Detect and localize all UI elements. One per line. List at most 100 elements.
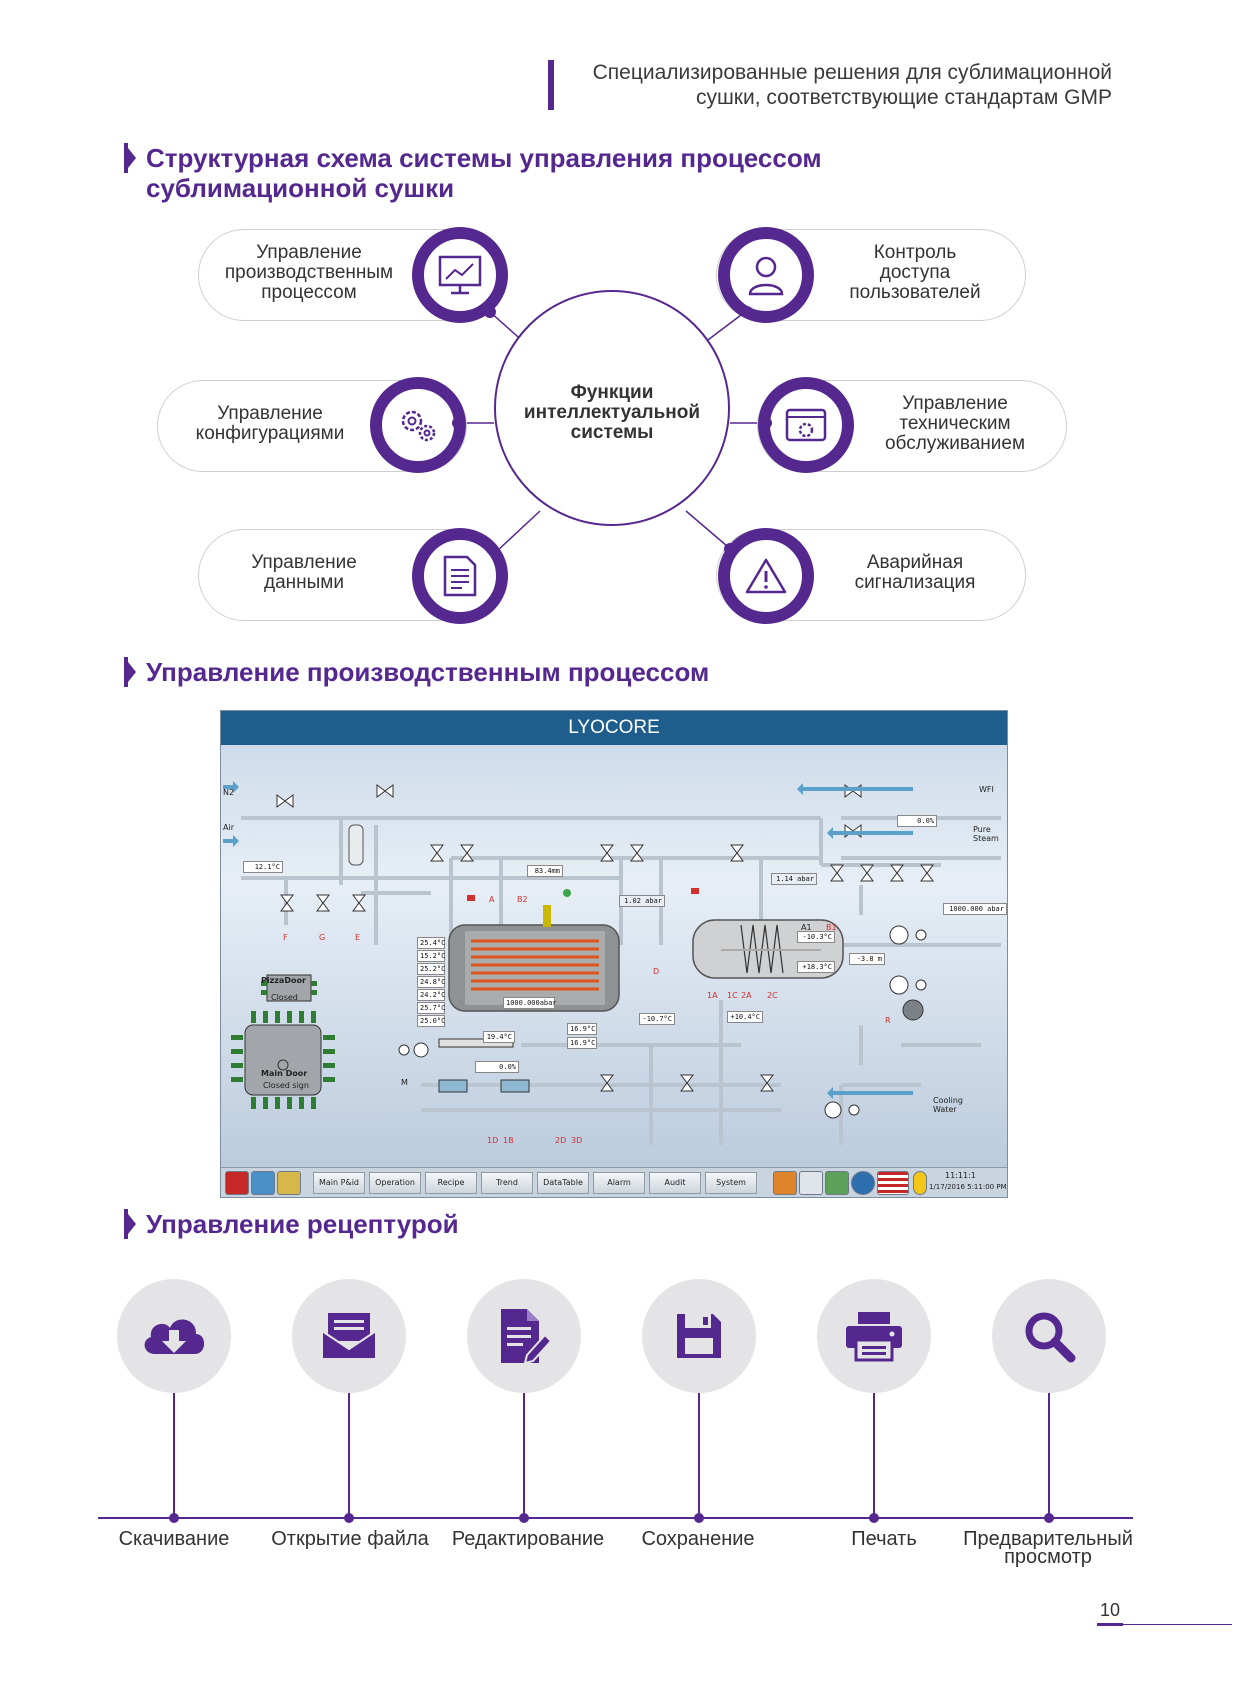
node1-line1: Управление — [256, 242, 362, 263]
section1-title-line1: Структурная схема системы управления про… — [146, 143, 822, 173]
node2-line1: Контроль — [873, 242, 957, 263]
header-accent-bar — [548, 60, 554, 110]
tab-datatable[interactable]: DataTable — [537, 1172, 589, 1194]
page-number-rule — [1097, 1624, 1232, 1625]
node-data-label: Управление данными — [206, 553, 402, 593]
readout-shelf-2: 15.2°C — [417, 950, 445, 962]
help-icon[interactable] — [851, 1171, 875, 1195]
gears-icon — [370, 377, 466, 473]
hmi-label-3d: 3D — [571, 1136, 583, 1145]
page-number-rule-accent — [1097, 1623, 1123, 1626]
section-marker — [124, 657, 136, 687]
center-line-1: Функции — [570, 382, 654, 403]
header-line-1: Специализированные решения для сублимаци… — [592, 61, 1112, 84]
hmi-label-steam: Steam — [973, 834, 999, 843]
readout-low-2: 16.9°C — [567, 1037, 597, 1049]
hmi-label-a1: A1 — [801, 923, 812, 932]
readout-chamber-pressure: 1.02 abar — [619, 895, 665, 907]
readout-shelf-1: 25.4°C — [417, 937, 445, 949]
node-alarm-label: Аварийная сигнализация — [810, 553, 1020, 593]
readout-cond-t2: +18.3°C — [797, 961, 835, 973]
home-icon[interactable] — [251, 1171, 275, 1195]
hmi-navigation-bar: Main P&id Operation Recipe Trend DataTab… — [221, 1167, 1007, 1197]
magnifier-icon[interactable] — [992, 1279, 1106, 1393]
recipe-label-preview: Предварительный просмотр — [960, 1528, 1136, 1568]
hmi-label-2c: 2C — [767, 991, 778, 1000]
monitor-icon[interactable] — [799, 1171, 823, 1195]
node4-line3: обслуживанием — [884, 433, 1026, 454]
timeline-stem — [1048, 1393, 1050, 1517]
readout-condenser-pressure: 1.14 abar — [771, 873, 817, 885]
connector-dot — [484, 306, 496, 318]
tab-alarm[interactable]: Alarm — [593, 1172, 645, 1194]
readout-left-temp: 19.4°C — [483, 1031, 515, 1043]
node3-line2: конфигурациями — [195, 423, 345, 444]
timeline-dot — [519, 1513, 529, 1523]
readout-chamber-vacuum: 1000.000abar — [503, 997, 557, 1009]
timeline-dot — [344, 1513, 354, 1523]
recipe-label-preview-line1: Предварительный — [963, 1528, 1133, 1550]
hmi-label-b2: B2 — [517, 895, 528, 904]
tab-recipe[interactable]: Recipe — [425, 1172, 477, 1194]
readout-shelf-5: 24.2°C — [417, 989, 445, 1001]
tab-system[interactable]: System — [705, 1172, 757, 1194]
recipe-label-download: Скачивание — [118, 1528, 230, 1550]
recipe-label-preview-line2: просмотр — [1004, 1546, 1092, 1568]
page-number: 10 — [1100, 1600, 1121, 1620]
printer-icon[interactable] — [817, 1279, 931, 1393]
tab-audit[interactable]: Audit — [649, 1172, 701, 1194]
cloud-download-icon[interactable] — [117, 1279, 231, 1393]
hmi-date: 1/17/2016 5:11:00 PM — [929, 1183, 1007, 1191]
hmi-label-m: M — [401, 1078, 408, 1087]
status-light-icon — [913, 1171, 927, 1195]
header-subtitle: Специализированные решения для сублимаци… — [560, 60, 1112, 110]
hmi-clock: 11:11:1 — [945, 1171, 976, 1180]
hmi-label-pure: Pure — [973, 825, 991, 834]
timeline-stem — [698, 1393, 700, 1517]
readout-cond-t3: -3.8 m — [849, 953, 885, 965]
floppy-save-icon[interactable] — [642, 1279, 756, 1393]
timeline-dot — [869, 1513, 879, 1523]
timeline-stem — [348, 1393, 350, 1517]
node1-line3: процессом — [261, 282, 357, 303]
readout-p1: 0.0% — [897, 815, 937, 827]
process-pid-diagram — [223, 781, 1001, 1145]
node6-line2: сигнализация — [854, 572, 976, 593]
node4-line2: техническим — [899, 413, 1011, 434]
readout-top: 83.4mm — [527, 865, 563, 877]
section-marker — [124, 143, 136, 173]
language-flag-icon[interactable] — [877, 1171, 909, 1195]
hmi-label-1b: 1B — [503, 1136, 514, 1145]
tab-trend[interactable]: Trend — [481, 1172, 533, 1194]
recipe-timeline — [98, 1517, 1133, 1519]
hmi-label-maindoor-state: Closed sign — [263, 1081, 309, 1090]
timeline-stem — [873, 1393, 875, 1517]
timeline-stem — [523, 1393, 525, 1517]
hmi-label-a: A — [489, 895, 495, 904]
envelope-open-icon[interactable] — [292, 1279, 406, 1393]
tools-icon[interactable] — [277, 1171, 301, 1195]
tab-operation[interactable]: Operation — [369, 1172, 421, 1194]
tab-main-pid[interactable]: Main P&id — [313, 1172, 365, 1194]
recipe-label-edit: Редактирование — [451, 1528, 605, 1550]
warning-icon — [718, 528, 814, 624]
alarm-summary-icon[interactable] — [773, 1171, 797, 1195]
recipe-label-print: Печать — [851, 1528, 917, 1550]
connector-dot — [724, 543, 736, 555]
user-icon — [718, 227, 814, 323]
hmi-screenshot: LYOCORE — [220, 710, 1008, 1198]
browser-gear-icon — [758, 377, 854, 473]
hmi-label-1c: 1C — [727, 991, 738, 1000]
node4-line1: Управление — [902, 393, 1008, 414]
document-edit-icon[interactable] — [467, 1279, 581, 1393]
hmi-label-e: E — [355, 933, 361, 942]
network-icon[interactable] — [825, 1171, 849, 1195]
readout-valve-temp-2: +10.4°C — [727, 1011, 763, 1023]
readout-shelf-4: 24.8°C — [417, 976, 445, 988]
section-marker — [124, 1209, 136, 1239]
power-icon[interactable] — [225, 1171, 249, 1195]
hmi-label-f: F — [283, 933, 288, 942]
hmi-label-pizzadoor: PizzaDoor — [261, 976, 306, 985]
timeline-dot — [1044, 1513, 1054, 1523]
readout-p2: 1000.000 abar — [943, 903, 1007, 915]
